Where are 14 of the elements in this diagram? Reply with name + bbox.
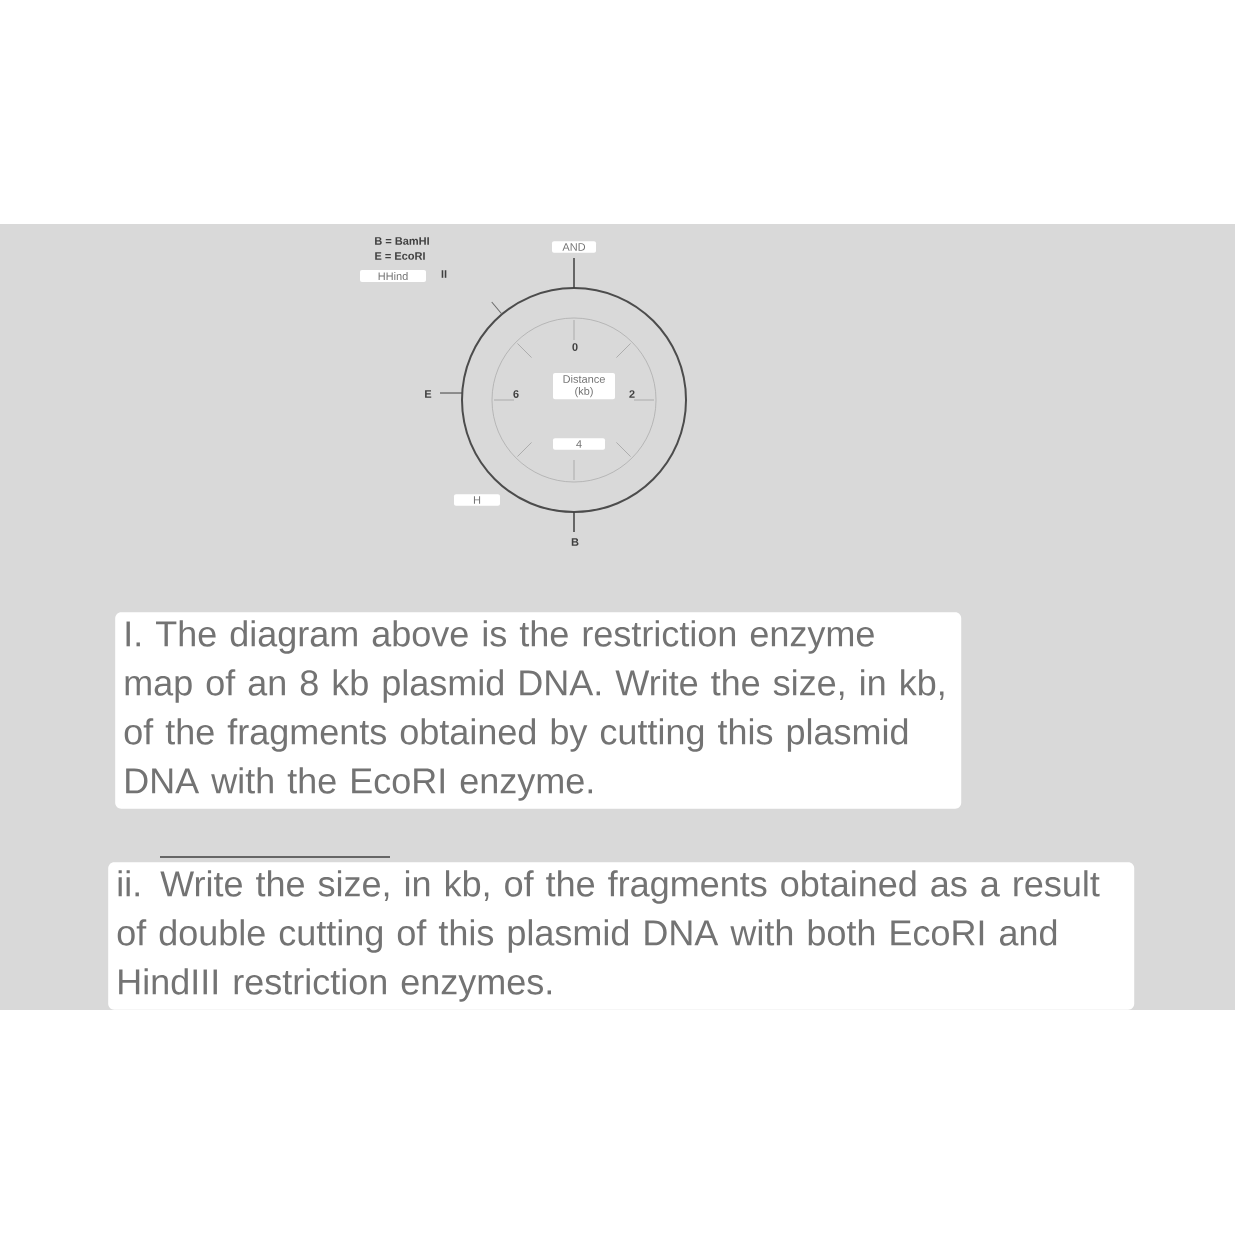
site-label: E [425, 390, 432, 398]
tick-label: 6 [513, 390, 519, 398]
question-text: ii. Write the size, in kb, of the fragments obtained as a result of double cutting of this plasmid DNA with both EcoRI and HindIII restriction enzymes. [108, 862, 1135, 1010]
site-label: H [454, 494, 500, 506]
tick-label: 4 [553, 438, 605, 450]
legend-text: E = EcoRI [375, 252, 425, 260]
axis-title: Distance (kb) [553, 372, 615, 400]
site-label: B [571, 538, 579, 546]
legend-text: II [441, 270, 447, 278]
question-text: I. The diagram above is the restriction enzyme map of an 8 kb plasmid DNA. Write the size, in kb, of the fragments obtained by cutting this plasmid DNA with the EcoRI enzyme. [115, 612, 962, 809]
legend-text: B = BamHI [375, 237, 429, 245]
tick-label: 2 [629, 390, 635, 398]
tick-label: 0 [572, 343, 578, 351]
site-label: AND [552, 241, 596, 253]
